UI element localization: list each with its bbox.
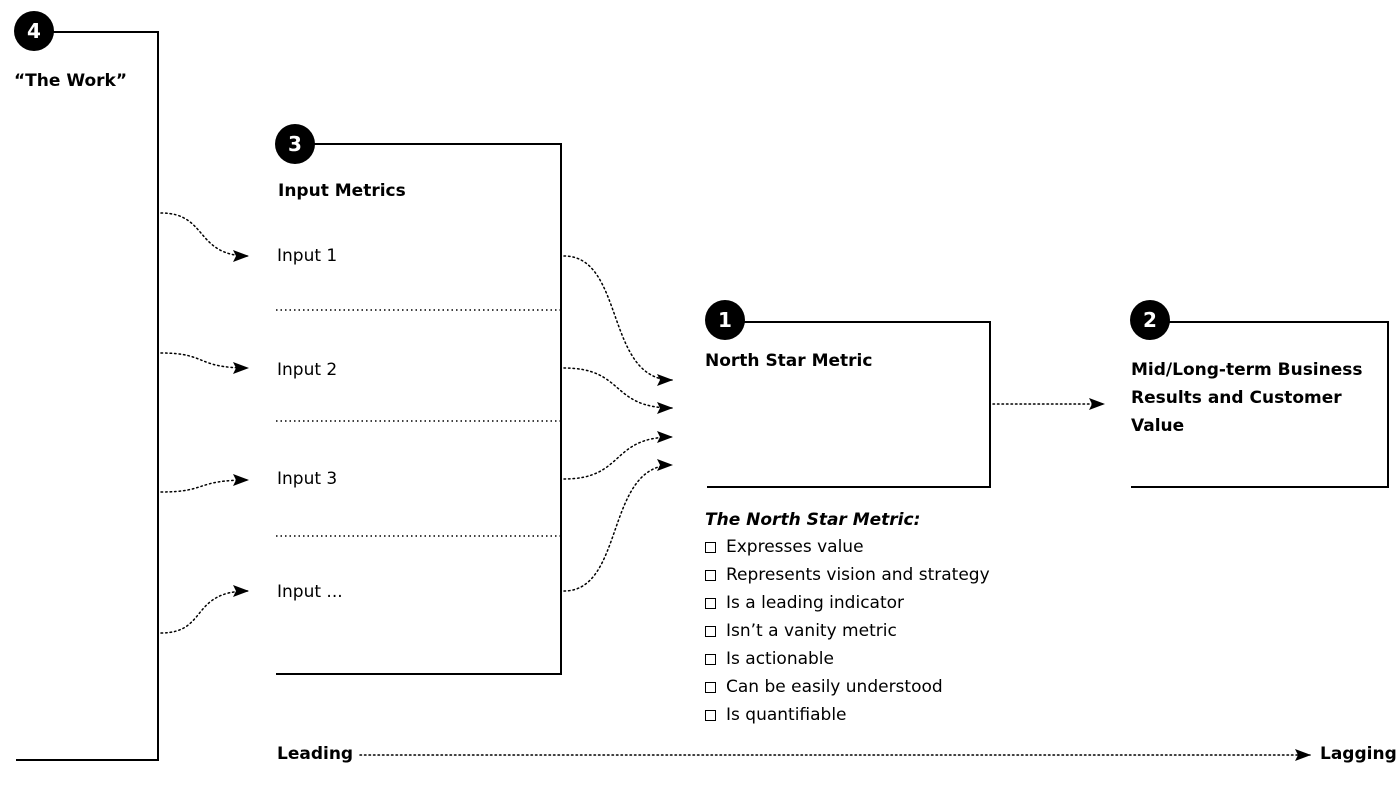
axis-leading-label: Leading (277, 744, 354, 764)
checklist-item: Isn’t a vanity metric (705, 617, 990, 645)
north-star-box-outline (707, 321, 991, 488)
checklist-item: Is actionable (705, 645, 990, 673)
input-item-3: Input 3 (277, 469, 338, 489)
axis-lagging-label: Lagging (1320, 744, 1397, 764)
step-badge-3: 3 (275, 124, 315, 164)
checklist-item-label: Can be easily understood (726, 677, 943, 697)
work-to-input-more-arrow (160, 585, 249, 634)
checklist-item-label: Expresses value (726, 537, 864, 557)
checklist-item-label: Is a leading indicator (726, 593, 905, 613)
step-number-4: 4 (27, 19, 41, 43)
checkbox-icon (705, 709, 716, 721)
work-title: “The Work” (14, 71, 128, 91)
checkbox-icon (705, 569, 716, 581)
checkbox-icon (705, 625, 716, 637)
input-3-to-north-star-arrow (563, 431, 673, 480)
checkbox-icon (705, 681, 716, 693)
checklist-title: The North Star Metric: (705, 510, 921, 530)
work-to-input-2-arrow (160, 352, 249, 374)
step-badge-4: 4 (14, 11, 54, 51)
step-number-3: 3 (288, 132, 302, 156)
input-item-more: Input ... (277, 582, 343, 602)
checklist-item: Is a leading indicator (705, 589, 990, 617)
checklist-item: Represents vision and strategy (705, 561, 990, 589)
work-to-input-3-arrow (160, 474, 249, 493)
checklist-item: Is quantifiable (705, 701, 990, 729)
checkbox-icon (705, 653, 716, 665)
input-2-to-north-star-arrow (563, 367, 673, 414)
checklist-item: Expresses value (705, 533, 990, 561)
input-item-1: Input 1 (277, 246, 338, 266)
step-badge-2: 2 (1130, 300, 1170, 340)
checkbox-icon (705, 597, 716, 609)
input-metrics-box-outline (276, 143, 562, 675)
step-number-1: 1 (718, 308, 732, 332)
input-1-to-north-star-arrow (563, 255, 673, 386)
work-to-input-1-arrow (160, 212, 249, 262)
north-star-checklist: The North Star Metric: Expresses value R… (705, 509, 990, 729)
step-badge-1: 1 (705, 300, 745, 340)
input-more-to-north-star-arrow (563, 459, 673, 592)
checklist-item-label: Represents vision and strategy (726, 565, 990, 585)
north-star-title: North Star Metric (705, 351, 873, 371)
checklist-item-label: Is actionable (726, 649, 834, 669)
input-item-2: Input 2 (277, 360, 338, 380)
step-number-2: 2 (1143, 308, 1157, 332)
checklist-item: Can be easily understood (705, 673, 990, 701)
results-box-outline (1131, 321, 1389, 488)
checkbox-icon (705, 541, 716, 553)
checklist-item-label: Isn’t a vanity metric (726, 621, 897, 641)
work-box-outline (16, 31, 159, 761)
checklist-item-label: Is quantifiable (726, 705, 847, 725)
input-metrics-title: Input Metrics (278, 181, 406, 201)
results-title: Mid/Long-term Business Results and Custo… (1131, 360, 1363, 436)
